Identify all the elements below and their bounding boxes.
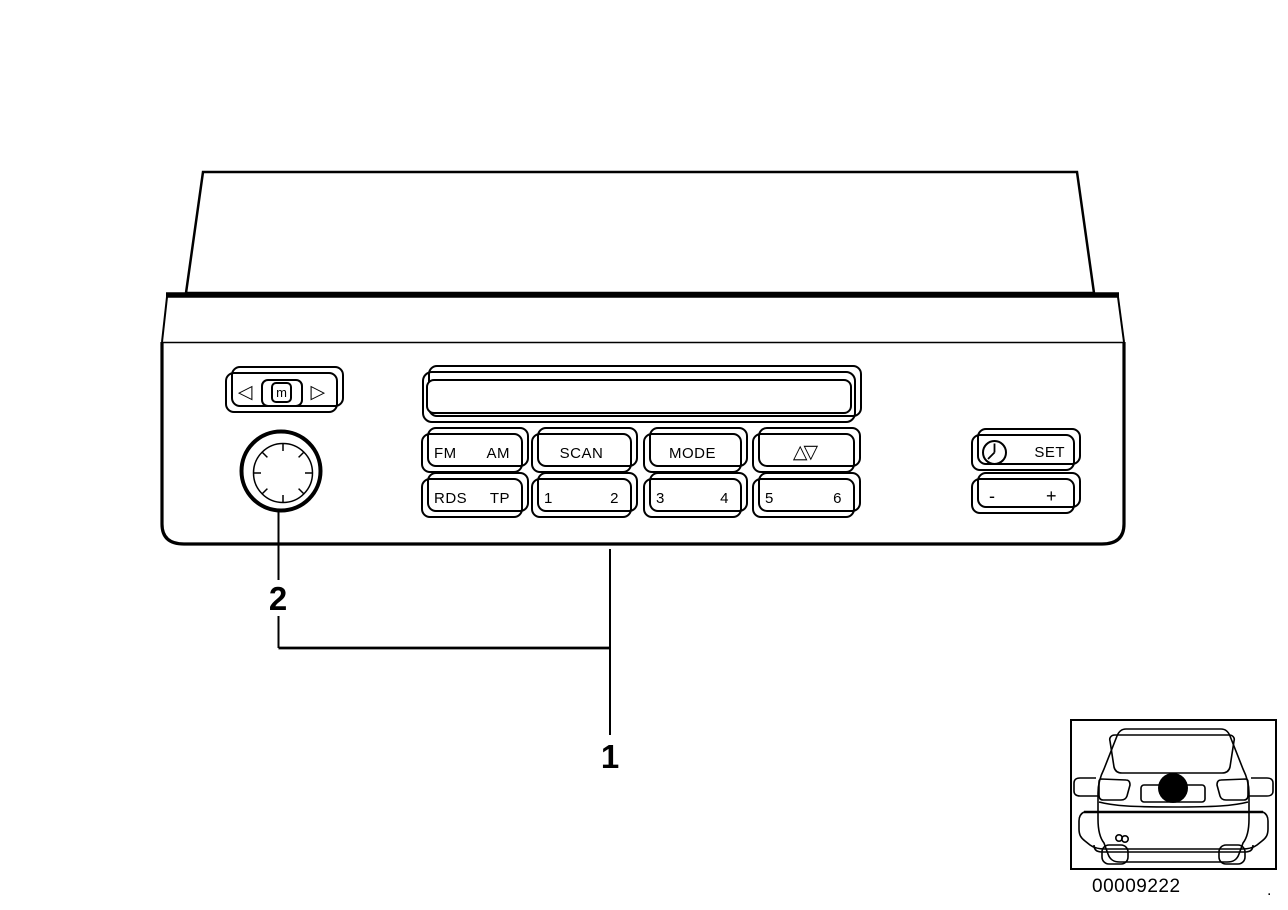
knob-tick-marks [253,443,313,503]
volume-knob [239,429,323,513]
car-locator-box [1070,719,1277,870]
cd-slot-bezel [422,365,862,423]
footer-period: . [1267,882,1272,899]
bezel-right-edge [1117,296,1125,343]
preset-5-6-button: 5 6 [752,472,861,518]
mode-label: MODE [669,444,716,462]
preset-1-label: 1 [544,489,553,507]
preset-6-label: 6 [833,489,842,507]
clock-icon [982,440,1007,465]
preset-2-label: 2 [610,489,619,507]
fm-label: FM [434,444,457,462]
preset-1-2-button: 1 2 [531,472,638,518]
seek-left-icon: ◁ [237,382,253,403]
memory-icon: m [271,382,292,403]
callout-1-label[interactable]: 1 [600,738,620,775]
rds-tp-button: RDS TP [421,472,529,518]
memory-button: m [260,378,303,407]
tune-up-down-button: △▽ [752,427,861,473]
tp-label: TP [489,489,510,507]
bezel-left-edge [161,296,168,343]
up-down-triangles-icon: △▽ [792,441,818,463]
callout-leader-lines [277,511,611,735]
car-right-mirror [1249,777,1274,797]
diagram-image-number: 00009222 [1092,876,1181,897]
car-exhaust-2 [1120,835,1129,844]
front-panel-outline [160,342,1126,546]
car-body [1097,728,1250,863]
callout-2-label[interactable]: 2 [268,580,288,617]
rds-label: RDS [434,489,468,507]
car-rear-illustration [1073,728,1274,865]
car-bumper [1078,811,1269,850]
seek-right-icon: ▷ [310,382,326,403]
minus-plus-button: - + [971,472,1081,514]
preset-3-4-button: 3 4 [643,472,748,518]
mode-button: MODE [643,427,748,473]
minus-label: - [989,485,996,506]
car-bumper-lip [1093,844,1254,853]
preset-5-label: 5 [765,489,774,507]
car-trunk-line [1098,801,1249,808]
chassis-top-outline [184,170,1096,295]
seek-memory-switch: ◁ m ▷ [225,366,344,413]
fm-am-button: FM AM [421,427,529,473]
am-label: AM [486,444,510,462]
clock-set-button: SET [971,428,1081,471]
scan-button: SCAN [531,427,638,473]
car-left-mirror [1073,777,1098,797]
scan-label: SCAN [559,444,604,462]
car-rear-window [1108,734,1236,774]
car-left-wheel [1101,844,1129,865]
cd-slot [426,379,852,414]
preset-4-label: 4 [720,489,729,507]
car-right-wheel [1218,844,1246,865]
preset-3-label: 3 [656,489,665,507]
part-location-marker [1158,773,1188,803]
car-right-taillight [1216,778,1249,801]
plus-label: + [1045,485,1057,506]
knob-outer-ring [239,429,323,513]
car-left-taillight [1098,778,1131,801]
set-label: SET [1034,444,1065,461]
